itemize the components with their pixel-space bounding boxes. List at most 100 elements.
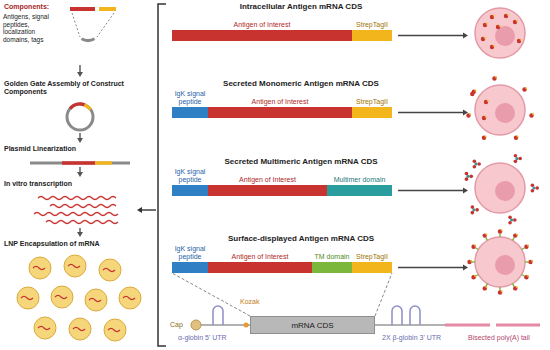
segment-label: TM domain <box>312 253 352 261</box>
step-label: In vitro transcription <box>4 180 149 188</box>
tag <box>474 275 476 277</box>
connector-line <box>172 273 250 316</box>
antigen <box>469 175 473 179</box>
segment-label: StrepTagII <box>352 21 392 29</box>
flow-arrow <box>79 133 80 138</box>
encapsulated-mrna <box>103 269 115 272</box>
antigen <box>524 275 528 279</box>
tm-anchor <box>499 287 500 291</box>
flow-arrow <box>398 112 463 113</box>
panel-title: Secreted Monomeric Antigen mRNA CDS <box>210 79 392 88</box>
stem-loop <box>213 306 223 325</box>
antigen-fragment <box>70 7 95 11</box>
antigen <box>524 245 528 249</box>
tag <box>495 76 497 78</box>
tag <box>485 233 487 235</box>
poly-a-tail <box>445 324 490 327</box>
step-label: Plasmid Linearization <box>4 145 149 153</box>
antigen <box>484 100 488 104</box>
segment-bar <box>172 107 208 118</box>
dashed-connector <box>172 273 250 316</box>
guide-line <box>97 13 114 37</box>
segment-bar <box>208 107 352 118</box>
cds-segment: IgK signal peptide <box>172 90 208 118</box>
tag <box>493 15 495 17</box>
antigen <box>471 275 475 279</box>
mrna-strand <box>46 221 118 224</box>
tag <box>470 260 472 262</box>
tag <box>485 136 487 138</box>
box-label: mRNA CDS <box>251 321 374 330</box>
antigen <box>498 229 502 233</box>
mrna-cds-box: mRNA CDS <box>250 316 375 334</box>
antigen <box>529 113 533 117</box>
connector-line <box>375 273 392 316</box>
tag <box>527 245 529 247</box>
antigen <box>483 233 487 237</box>
antigen <box>465 177 469 181</box>
tag <box>474 89 476 91</box>
nucleus <box>495 103 515 123</box>
tag <box>525 87 527 89</box>
nucleus <box>495 181 515 201</box>
antigen <box>508 221 512 225</box>
segment-bar <box>172 262 208 273</box>
encapsulated-mrna <box>38 327 50 330</box>
segment-bar <box>208 185 327 196</box>
tm-anchor <box>513 237 515 240</box>
antigen <box>514 160 518 164</box>
segment-label: Antigen of Interest <box>172 21 352 29</box>
antigen <box>504 14 508 18</box>
cds-segment: StrepTagII <box>352 253 392 273</box>
arrow-head <box>463 188 468 194</box>
segment-bar <box>352 30 392 41</box>
antigen <box>473 165 477 169</box>
stem-loop <box>392 306 402 325</box>
mrna-strand <box>38 197 116 200</box>
encapsulated-mrna <box>89 299 101 302</box>
cds-segment: StrepTagII <box>352 98 392 118</box>
arrow-head <box>137 207 142 213</box>
segment-label: Antigen of Interest <box>208 253 312 261</box>
step-label: LNP Encapsulation of mRNA <box>4 240 149 248</box>
tag-insert <box>84 105 90 110</box>
lipid-nanoparticle <box>85 289 107 311</box>
tag <box>516 233 518 235</box>
flow-arrow <box>398 190 463 191</box>
flow-arrow <box>79 65 80 72</box>
tag <box>527 275 529 277</box>
antigen <box>490 15 494 19</box>
part-label: Bisected poly(A) tail <box>468 334 546 342</box>
antigen <box>466 113 470 117</box>
antigen <box>535 186 539 190</box>
lipid-nanoparticle <box>99 259 121 281</box>
antigen <box>475 208 479 212</box>
segment-label: Antigen of Interest <box>208 98 352 106</box>
antigen <box>513 218 517 222</box>
segment-label: StrepTagII <box>352 98 392 106</box>
antigen <box>482 136 486 140</box>
kozak-mark <box>244 323 249 328</box>
lipid-nanoparticle <box>29 257 51 279</box>
mrna-strand <box>34 213 118 216</box>
tag <box>520 39 522 41</box>
segment-bar <box>172 30 352 41</box>
encapsulated-mrna <box>33 267 45 270</box>
antigen <box>490 45 494 49</box>
tm-anchor <box>499 234 500 238</box>
arrow-head <box>463 33 468 39</box>
antigen <box>531 189 535 193</box>
cds-segment: IgK signal peptide <box>172 245 208 273</box>
antigen <box>483 286 487 290</box>
antigen <box>477 162 481 166</box>
cell <box>475 85 525 135</box>
cds-segment: Antigen of Interest <box>208 176 327 196</box>
cds-segment: TM domain <box>312 253 352 273</box>
tag <box>493 45 495 47</box>
antigen <box>471 245 475 249</box>
segment-bar <box>208 262 312 273</box>
antigen <box>513 20 517 24</box>
tag <box>499 25 501 27</box>
tm-anchor <box>472 261 476 262</box>
